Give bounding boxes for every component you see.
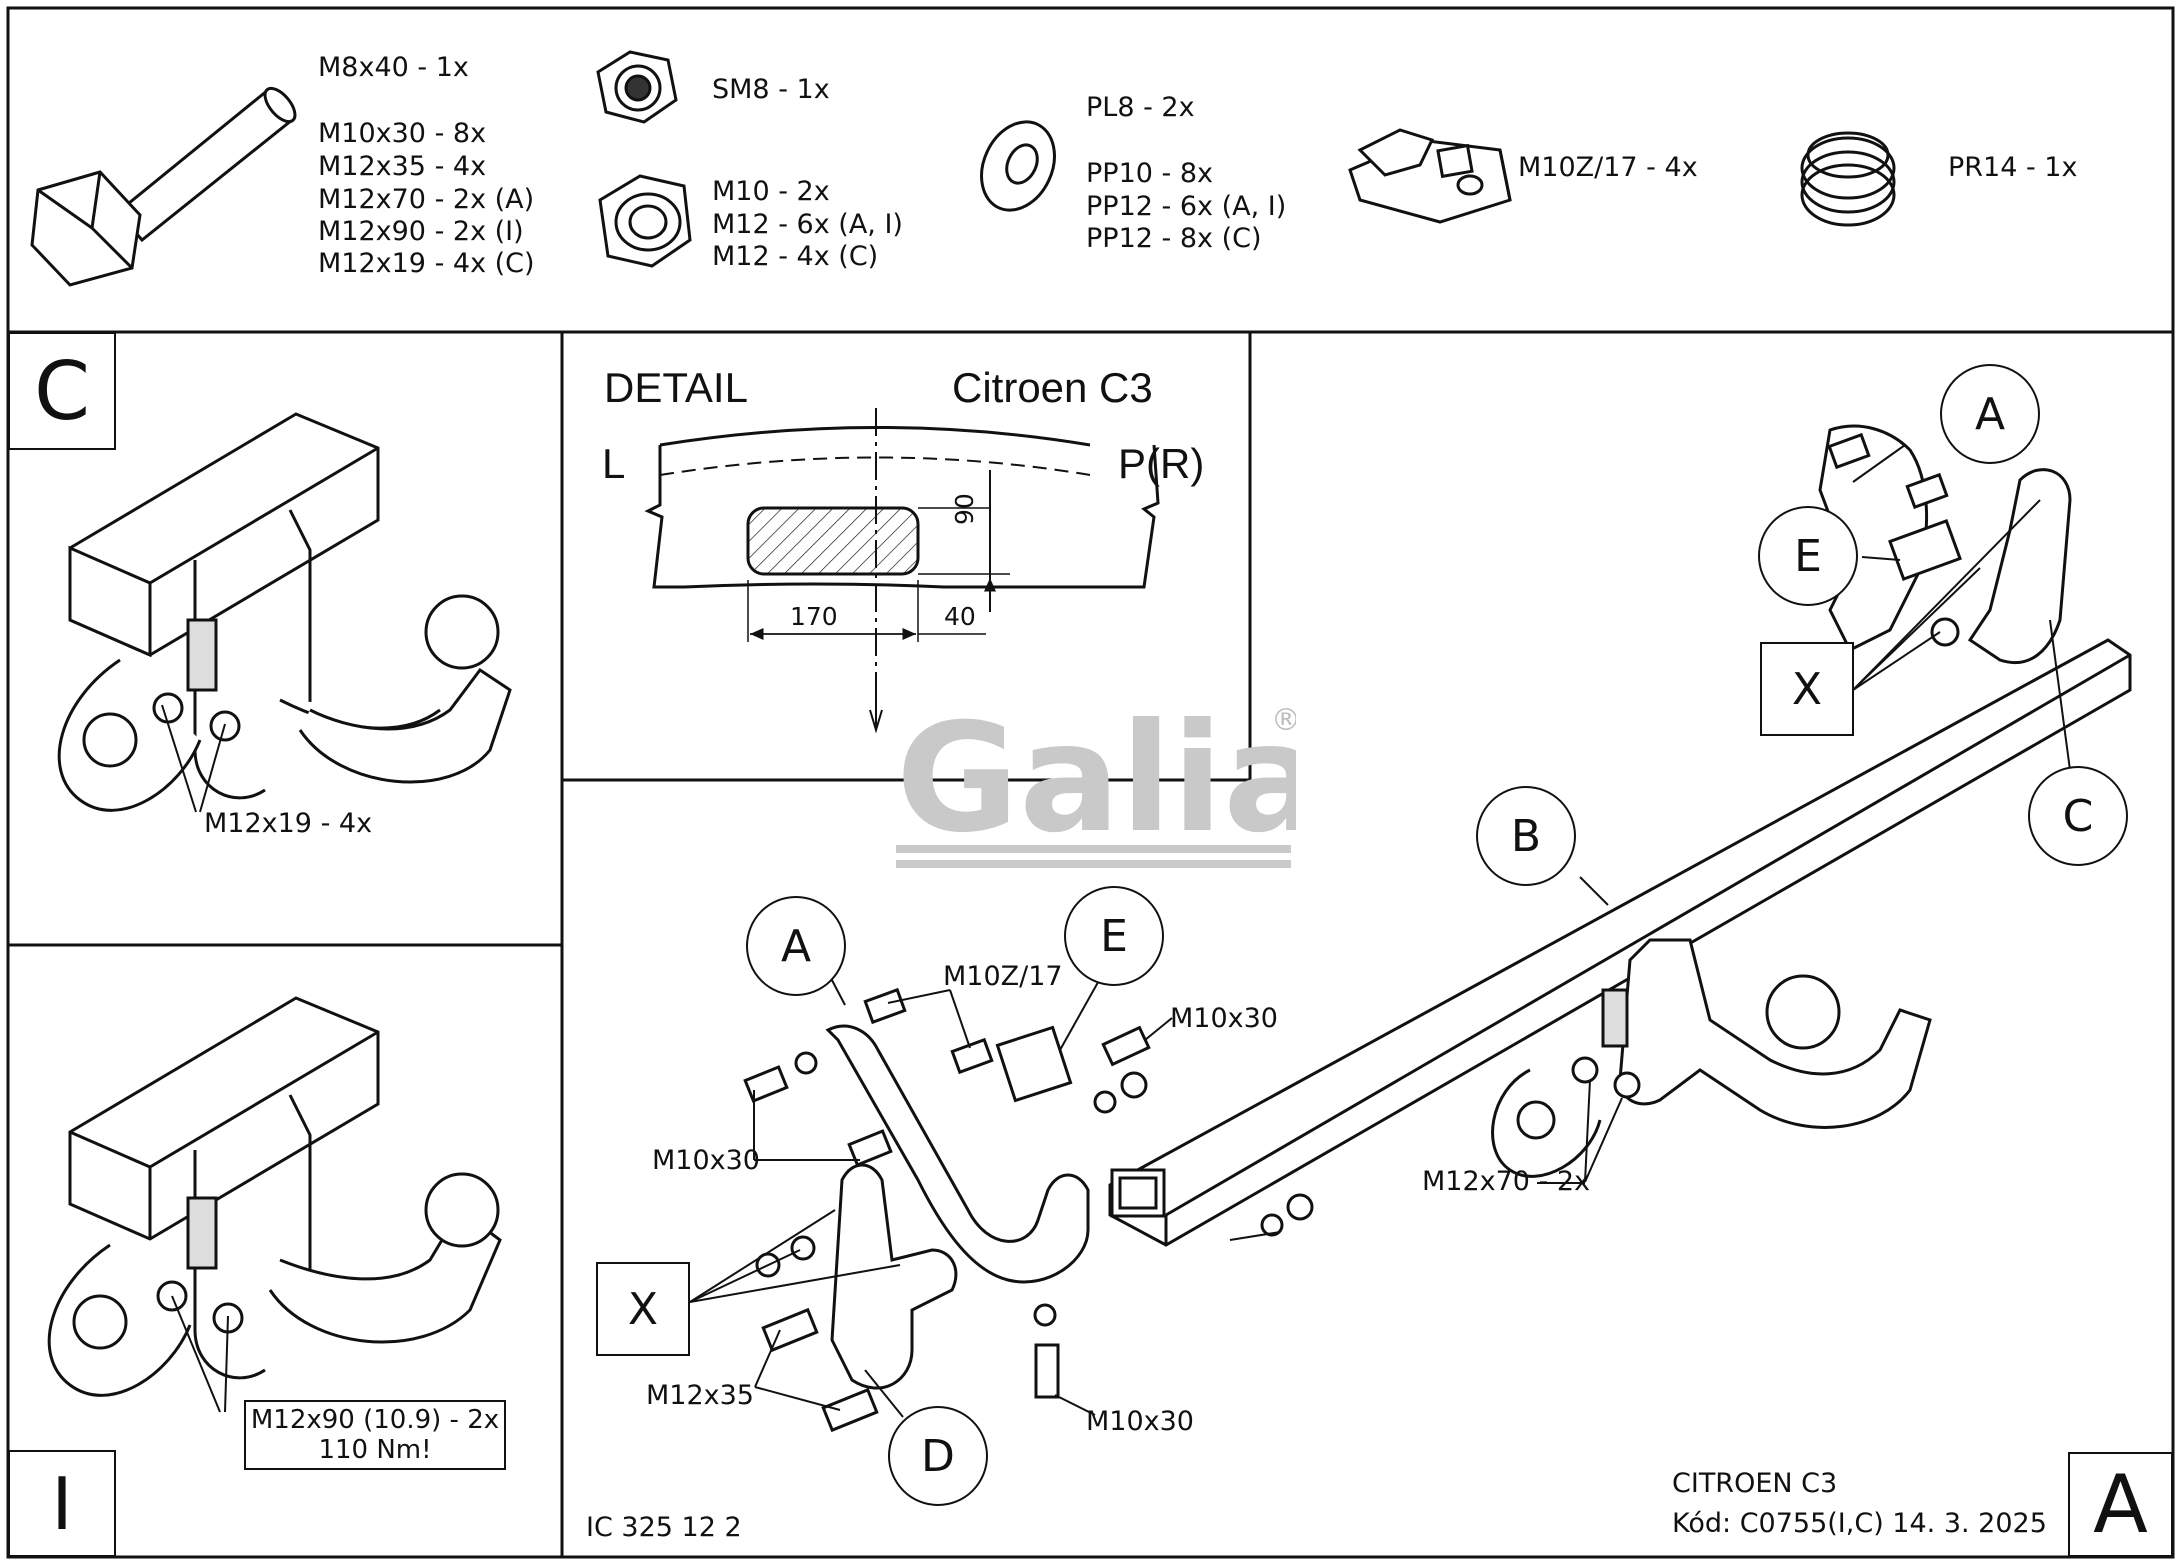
nut-small-icon: [596, 50, 678, 124]
detail-vehicle: Citroen C3: [952, 364, 1153, 411]
callout-d: D: [888, 1406, 988, 1506]
callout-e-left: E: [1064, 886, 1164, 986]
nut-line-2: M12 - 6x (A, I): [712, 209, 903, 240]
label-m12x35: M12x35: [646, 1380, 754, 1411]
bolt-icon: [30, 86, 297, 287]
panel-i-drawing: [47, 996, 502, 1397]
main-assembly-drawing: [743, 424, 2132, 1433]
washer-line-1: PL8 - 2x: [1086, 92, 1195, 123]
kod-date: Kód: C0755(I,C) 14. 3. 2025: [1672, 1508, 2047, 1539]
label-m10x30-bottom: M10x30: [1086, 1406, 1194, 1437]
callout-a-right: A: [1940, 364, 2040, 464]
cage-nut-label: M10Z/17 - 4x: [1518, 152, 1698, 183]
bolt-line-4: M12x70 - 2x (A): [318, 184, 535, 215]
washer-line-4: PP12 - 8x (C): [1086, 223, 1262, 254]
bolt-line-1: M8x40 - 1x: [318, 52, 469, 83]
label-m10x30-top: M10x30: [1170, 1003, 1278, 1034]
nut-line-3: M12 - 4x (C): [712, 241, 879, 272]
label-m12x70: M12x70 - 2x: [1422, 1166, 1591, 1197]
cage-nut-icon: [1348, 128, 1512, 224]
callout-a-left: A: [746, 896, 846, 996]
detail-right-side: P(R): [1118, 440, 1205, 487]
nut-hex-icon: [598, 174, 692, 268]
vehicle-name: CITROEN C3: [1672, 1468, 1838, 1499]
detail-view-drawing: [644, 408, 1160, 734]
detail-dim-height: 90: [950, 493, 979, 525]
callout-b: B: [1476, 786, 1576, 886]
callout-x-right: X: [1760, 642, 1854, 736]
drawing-code: IC 325 12 2: [586, 1512, 742, 1543]
nut-line-1: M10 - 2x: [712, 176, 830, 207]
bolt-line-6: M12x19 - 4x (C): [318, 248, 535, 279]
panel-i-bolt-box: M12x90 (10.9) - 2x 110 Nm!: [244, 1400, 506, 1470]
detail-left-side: L: [602, 440, 626, 487]
svg-text:Galia: Galia: [896, 692, 1296, 866]
panel-c-bolt-label: M12x19 - 4x: [204, 808, 373, 839]
label-m10z17: M10Z/17: [943, 961, 1063, 992]
bolt-line-5: M12x90 - 2x (I): [318, 216, 524, 247]
galia-watermark: Galia ®: [896, 692, 1296, 868]
detail-dim-offset: 40: [944, 602, 976, 631]
spring-label: PR14 - 1x: [1948, 152, 2078, 183]
nut-small-label: SM8 - 1x: [712, 74, 830, 105]
panel-i-torque-label: 110 Nm!: [318, 1435, 432, 1465]
detail-title: DETAIL: [604, 364, 748, 411]
panel-c-tag: C: [8, 332, 116, 450]
washer-line-3: PP12 - 6x (A, I): [1086, 191, 1287, 222]
callout-x-left: X: [596, 1262, 690, 1356]
detail-dim-width: 170: [790, 602, 838, 631]
panel-c-drawing: [57, 412, 512, 812]
svg-text:®: ®: [1271, 703, 1296, 738]
bolt-line-3: M12x35 - 4x: [318, 151, 487, 182]
washer-icon: [980, 120, 1056, 212]
washer-line-2: PP10 - 8x: [1086, 158, 1213, 189]
panel-i-tag: I: [8, 1450, 116, 1557]
sheet-frame: [6, 6, 2175, 1559]
callout-e-right: E: [1758, 506, 1858, 606]
bolt-line-2: M10x30 - 8x: [318, 118, 487, 149]
corner-tag-a: A: [2068, 1452, 2173, 1557]
panel-i-bolt-label: M12x90 (10.9) - 2x: [250, 1405, 500, 1435]
spring-icon: [1800, 131, 1896, 227]
label-m10x30-left: M10x30: [652, 1145, 760, 1176]
leader-lines: [161, 444, 2071, 1418]
callout-c: C: [2028, 766, 2128, 866]
